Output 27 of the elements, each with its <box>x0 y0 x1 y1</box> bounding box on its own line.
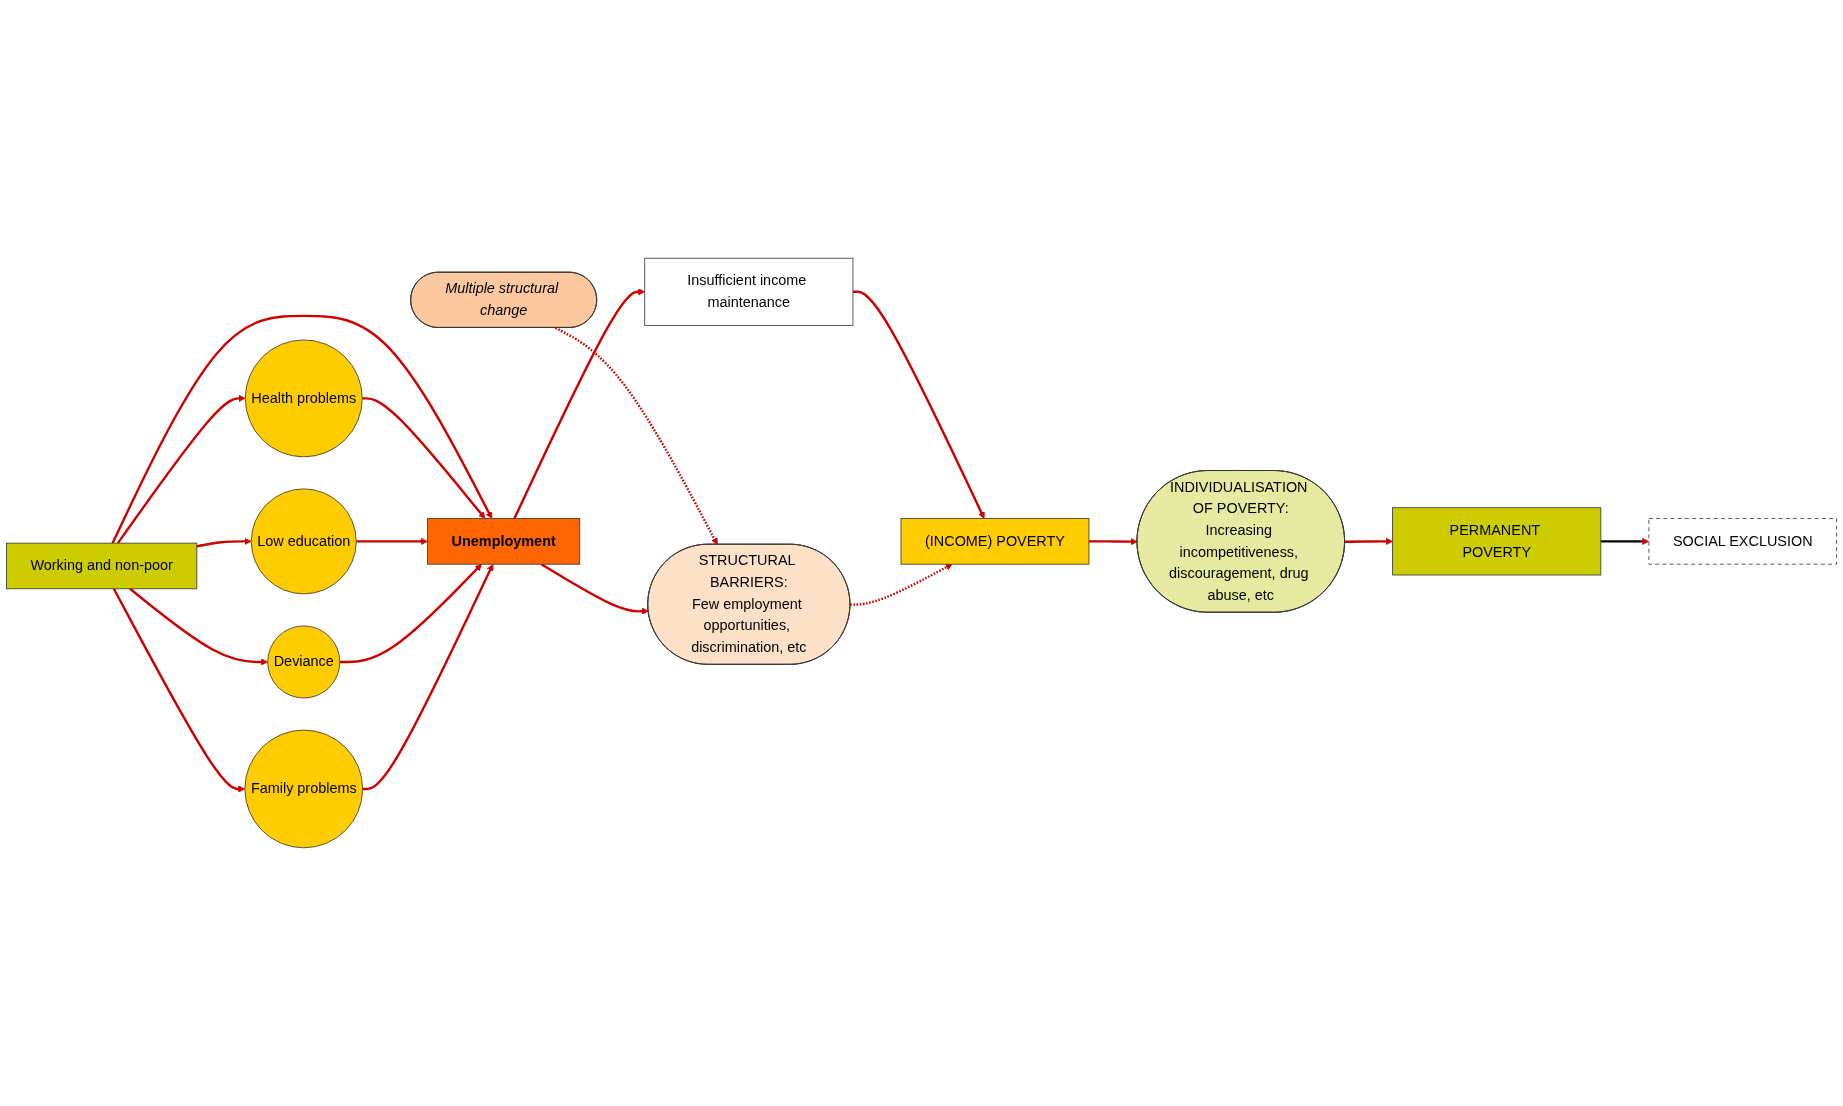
arrow <box>852 290 985 519</box>
arrow <box>112 588 246 793</box>
arrow <box>1344 537 1393 545</box>
arrow <box>196 537 252 548</box>
arrow <box>362 397 486 519</box>
arrow <box>116 394 246 544</box>
arrow <box>339 563 482 664</box>
arrow <box>554 326 718 545</box>
arrow <box>850 563 953 606</box>
node-box: (INCOME) POVERTY <box>900 518 1090 565</box>
arrow <box>513 288 646 520</box>
node-box: Working and non-poor <box>6 542 198 590</box>
arrow <box>540 563 649 615</box>
arrow <box>356 537 428 545</box>
node-circle: Low education <box>250 488 357 595</box>
arrow <box>111 314 493 544</box>
node-box: SOCIAL EXCLUSION <box>1648 518 1837 565</box>
node-box: Insufficient income maintenance <box>644 257 854 326</box>
node-box: Unemployment <box>427 518 581 565</box>
node-circle: Deviance <box>267 625 341 699</box>
node-circle: Health problems <box>244 339 363 458</box>
arrow <box>362 563 494 791</box>
arrow <box>1600 537 1650 545</box>
node-box: PERMANENT POVERTY <box>1392 507 1602 576</box>
arrow <box>129 587 269 666</box>
node-circle: Family problems <box>244 729 364 849</box>
arrow <box>1088 538 1138 546</box>
